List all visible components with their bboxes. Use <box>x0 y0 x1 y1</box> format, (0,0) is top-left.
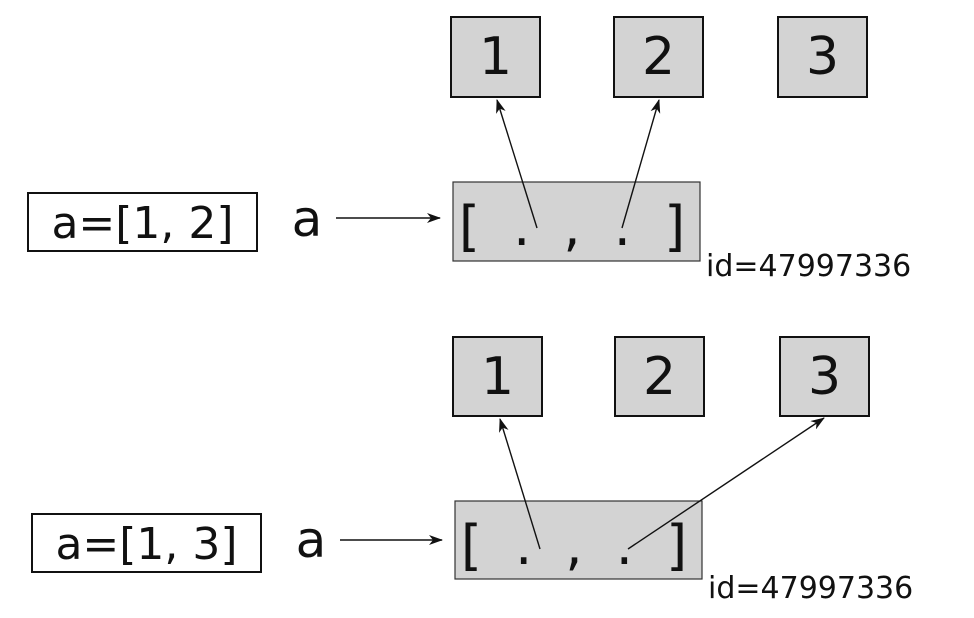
int-object-label: 2 <box>642 27 675 87</box>
variable-name: a <box>296 511 327 569</box>
element-pointer-0 <box>496 99 538 229</box>
object-id-label: id=47997336 <box>708 571 913 606</box>
element-pointer-0 <box>499 418 541 550</box>
int-object-label: 1 <box>479 27 512 87</box>
object-id-label: id=47997336 <box>706 249 911 284</box>
list-object: [ . , . ] <box>454 500 703 580</box>
variable-name: a <box>292 190 323 248</box>
int-object-1: 1 <box>452 336 543 417</box>
panel-1: 1 2 3 a=[1, 2] a [ . , . ] id=47997336 <box>27 16 911 284</box>
code-statement: a=[1, 3] <box>31 513 262 573</box>
element-pointer-1 <box>627 417 825 550</box>
code-text: a=[1, 3] <box>55 519 237 570</box>
int-object-label: 2 <box>643 347 676 407</box>
int-object-2: 2 <box>614 336 705 417</box>
list-text: [ . , . ] <box>459 195 693 258</box>
list-text: [ . , . ] <box>461 514 695 577</box>
element-pointer-1 <box>621 99 661 229</box>
int-object-3: 3 <box>779 336 870 417</box>
int-object-1: 1 <box>450 16 541 98</box>
code-statement: a=[1, 2] <box>27 192 258 252</box>
panel-2: 1 2 3 a=[1, 3] a [ . , . ] id=47997336 <box>31 336 913 606</box>
code-text: a=[1, 2] <box>51 198 233 249</box>
int-object-label: 1 <box>481 347 514 407</box>
int-object-2: 2 <box>613 16 704 98</box>
int-object-label: 3 <box>806 27 839 87</box>
int-object-3: 3 <box>777 16 868 98</box>
int-object-label: 3 <box>808 347 841 407</box>
list-object: [ . , . ] <box>452 181 701 262</box>
